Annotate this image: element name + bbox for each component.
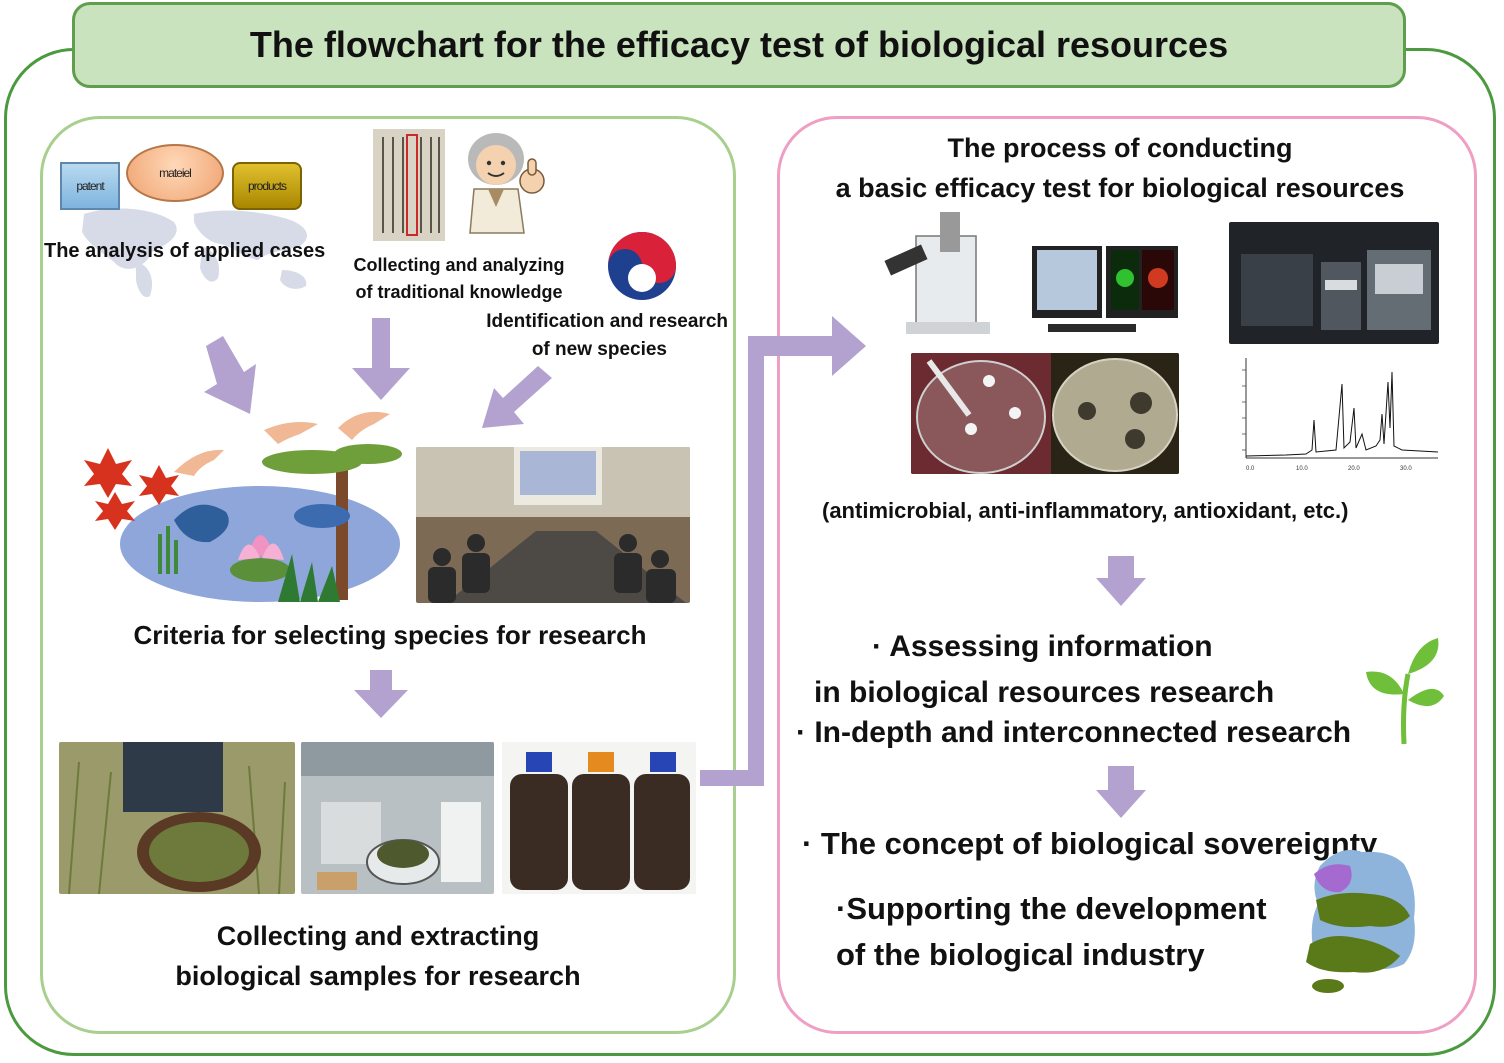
traditional-line-1: Collecting and analyzing (353, 255, 565, 275)
supporting-line-2: of the biological industry (836, 937, 1205, 972)
extract-bottles-photo (502, 742, 696, 894)
new-species-label: Identification and research of new speci… (466, 308, 728, 364)
criteria-label: Criteria for selecting species for resea… (133, 620, 647, 650)
process-line-1: The process of conducting (947, 133, 1293, 163)
traditional-knowledge-label: Collecting and analyzing of traditional … (346, 252, 572, 306)
title-banner: The flowchart for the efficacy test of b… (72, 2, 1406, 88)
process-line-2: a basic efficacy test for biological res… (835, 173, 1405, 203)
products-badge: products (232, 162, 302, 210)
ancient-document-icon (373, 129, 445, 241)
sovereignty-label: · The concept of biological sovereignty (802, 826, 1378, 861)
korea-emblem-icon (608, 232, 676, 300)
chromatogram-icon: 0.0 10.0 20.0 30.0 (1242, 358, 1439, 472)
arrow-research-to-sovereignty (1096, 766, 1146, 818)
world-map-icon (82, 208, 307, 298)
supporting-line-1: ·Supporting the development (836, 891, 1267, 926)
arrow-criteria-to-collecting (354, 670, 408, 718)
material-badge: mateiel (126, 144, 224, 202)
assessing-line-2: in biological resources research (814, 676, 1275, 709)
sprout-icon (1366, 638, 1444, 745)
arrow-traditional-to-criteria (352, 318, 410, 400)
collecting-line-2: biological samples for research (175, 961, 581, 991)
collecting-label: Collecting and extracting biological sam… (120, 916, 636, 996)
material-badge-label: mateiel (159, 166, 192, 180)
new-species-line-1: Identification and research (486, 311, 728, 332)
svg-text:10.0: 10.0 (1296, 466, 1308, 472)
hplc-instrument-icon (1229, 222, 1439, 344)
arrow-applied-to-criteria (204, 336, 256, 414)
pond-ecosystem-icon (84, 411, 402, 602)
microscope-icon (884, 212, 1178, 334)
supporting-label: ·Supporting the development of the biolo… (836, 886, 1267, 978)
lab-extraction-photo (301, 742, 494, 894)
field-collection-photo (59, 742, 295, 894)
patent-badge-label: patent (76, 179, 104, 193)
grandmother-thumbs-up-icon (468, 133, 545, 234)
svg-text:0.0: 0.0 (1246, 466, 1255, 472)
new-species-line-2: of new species (531, 339, 667, 360)
assessing-line-1: · Assessing information (872, 630, 1213, 663)
assessing-label: · Assessing information in biological re… (814, 624, 1274, 716)
products-badge-label: products (247, 179, 287, 193)
applied-cases-label: The analysis of applied cases (44, 240, 326, 262)
svg-text:30.0: 30.0 (1400, 466, 1412, 472)
arrow-species-to-criteria (482, 366, 552, 428)
arrow-tests-to-assessing (1096, 556, 1146, 606)
page-title: The flowchart for the efficacy test of b… (249, 24, 1229, 65)
patent-badge: patent (60, 162, 120, 210)
process-heading: The process of conducting a basic effica… (800, 128, 1440, 208)
meeting-photo (416, 447, 690, 603)
collecting-line-1: Collecting and extracting (216, 921, 540, 951)
petri-dish-icon (911, 353, 1179, 474)
tests-label: (antimicrobial, anti-inflammatory, antio… (822, 498, 1349, 523)
svg-text:20.0: 20.0 (1348, 466, 1360, 472)
indepth-label: · In-depth and interconnected research (796, 716, 1352, 749)
korea-map-icon (1306, 849, 1415, 993)
traditional-line-2: of traditional knowledge (355, 282, 563, 302)
